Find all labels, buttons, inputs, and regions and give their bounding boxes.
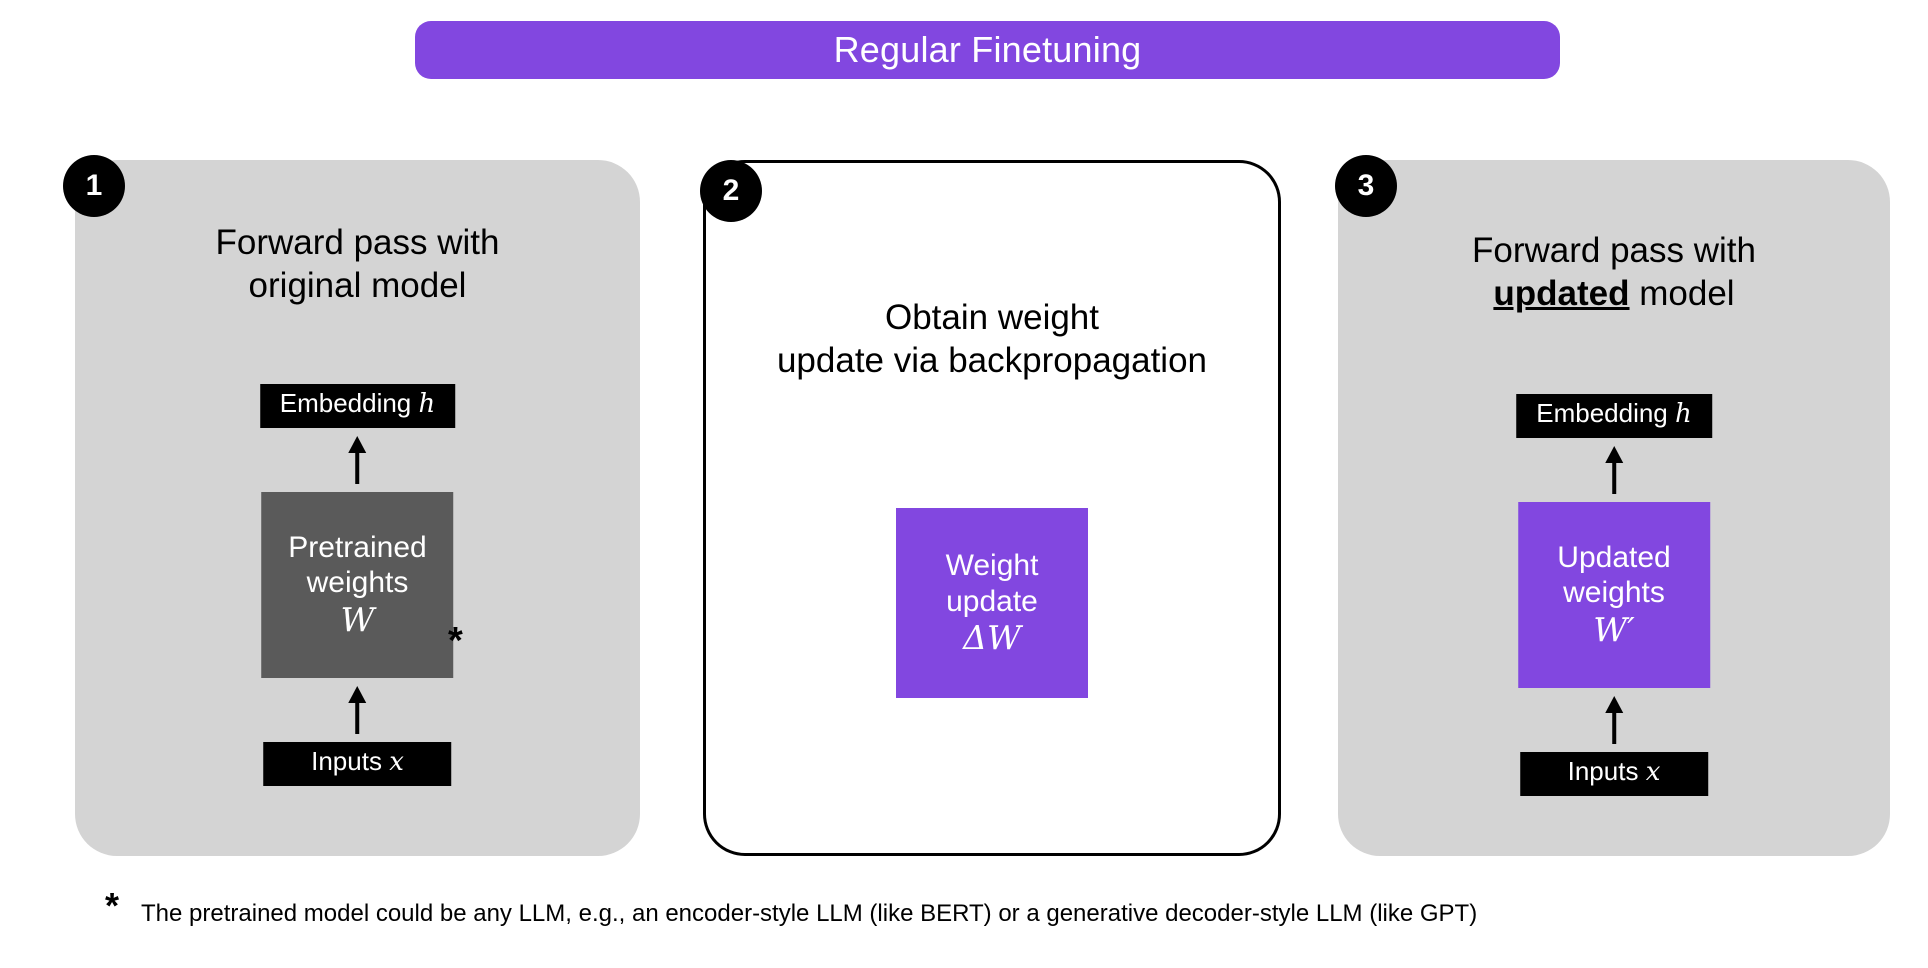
panel-3-flow: Embedding h Updated weights W′ Inputs	[1516, 394, 1712, 796]
arrow-head-icon	[1605, 695, 1623, 713]
inputs-node-1-label: Inputs	[311, 745, 382, 776]
panel-1-heading-line1: Forward pass with	[215, 223, 500, 262]
embedding-node-3-var: h	[1675, 399, 1692, 429]
panel-1-heading: Forward pass with original model	[75, 222, 640, 307]
pretrained-weights-line2: weights	[306, 566, 409, 600]
diagram-title-text: Regular Finetuning	[833, 29, 1142, 70]
panel-forward-pass-updated: Forward pass with updated model Embeddin…	[1338, 160, 1890, 856]
panel-3-heading-line2: updated model	[1362, 273, 1866, 316]
weight-update-line2: update	[946, 584, 1038, 618]
panel-forward-pass-original: Forward pass with original model Embeddi…	[75, 160, 640, 856]
arrow-head-icon	[348, 435, 367, 453]
arrow-shaft	[1612, 457, 1616, 494]
step-badge-1-number: 1	[85, 169, 103, 202]
diagram-title-banner: Regular Finetuning	[415, 21, 1560, 79]
inputs-node-1: Inputs x	[263, 741, 452, 786]
embedding-node-1-label: Embedding	[279, 388, 412, 418]
arrow-inputs-to-weights-1	[348, 685, 367, 734]
embedding-node-1-text: Embedding h	[279, 388, 436, 420]
inputs-node-3-text: Inputs x	[1567, 755, 1661, 788]
updated-weights-line1: Updated	[1557, 541, 1671, 575]
embedding-node-1: Embedding h	[259, 384, 456, 428]
step-badge-3: 3	[1335, 155, 1397, 217]
arrow-inputs-to-weights-3	[1605, 695, 1623, 744]
step-badge-3-number: 3	[1357, 169, 1375, 202]
inputs-node-3: Inputs x	[1520, 751, 1708, 796]
pretrained-weights-line1: Pretrained	[288, 531, 427, 565]
updated-weights-box: Updated weights W′	[1518, 501, 1710, 688]
asterisk-marker-icon: *	[448, 620, 463, 662]
inputs-node-3-label: Inputs	[1567, 755, 1639, 786]
step-badge-2-number: 2	[722, 174, 740, 207]
weight-update-line1: Weight	[945, 549, 1039, 583]
pretrained-weights-box: Pretrained weights W	[261, 491, 454, 678]
footnote-text: The pretrained model could be any LLM, e…	[141, 900, 1478, 927]
inputs-node-1-text: Inputs x	[311, 745, 404, 778]
panel-2-heading-line1: Obtain weight	[884, 298, 1100, 337]
embedding-node-3-text: Embedding h	[1536, 398, 1692, 430]
panel-2-heading-line2: update via backpropagation	[776, 340, 1208, 380]
arrow-head-icon	[348, 685, 367, 703]
step-badge-2: 2	[700, 160, 762, 222]
panel-3-heading-suffix: model	[1629, 273, 1735, 313]
panel-3-heading-emph: updated	[1493, 273, 1630, 313]
step-badge-1: 1	[63, 155, 125, 217]
panel-3-heading-line1: Forward pass with	[1472, 231, 1756, 270]
arrow-weights-to-embedding-1	[348, 435, 367, 484]
panel-3-heading: Forward pass with updated model	[1338, 230, 1890, 315]
arrow-shaft	[355, 697, 360, 734]
arrow-shaft	[355, 447, 360, 484]
panel-1-flow: Embedding h Pretrained weights W Inputs	[259, 384, 456, 786]
panel-2-flow: Weight update ΔW	[896, 508, 1088, 698]
inputs-node-1-var: x	[389, 746, 404, 777]
arrow-shaft	[1612, 707, 1616, 744]
inputs-node-3-var: x	[1645, 756, 1661, 787]
embedding-node-1-var: h	[418, 389, 436, 419]
arrow-weights-to-embedding-3	[1605, 445, 1623, 494]
weight-update-var: ΔW	[963, 617, 1021, 657]
weight-update-box: Weight update ΔW	[896, 508, 1088, 698]
footnote: * The pretrained model could be any LLM,…	[105, 886, 1477, 929]
panel-1-heading-line2: original model	[248, 265, 467, 305]
arrow-head-icon	[1605, 445, 1623, 463]
panel-2-heading: Obtain weight update via backpropagation	[706, 297, 1278, 382]
updated-weights-var: W′	[1593, 609, 1635, 649]
footnote-asterisk-icon: *	[105, 885, 120, 926]
embedding-node-3-label: Embedding	[1536, 398, 1668, 428]
panel-obtain-weight-update: Obtain weight update via backpropagation…	[703, 160, 1281, 856]
pretrained-weights-var: W	[340, 599, 375, 639]
embedding-node-3: Embedding h	[1516, 394, 1712, 438]
updated-weights-line2: weights	[1563, 576, 1665, 610]
